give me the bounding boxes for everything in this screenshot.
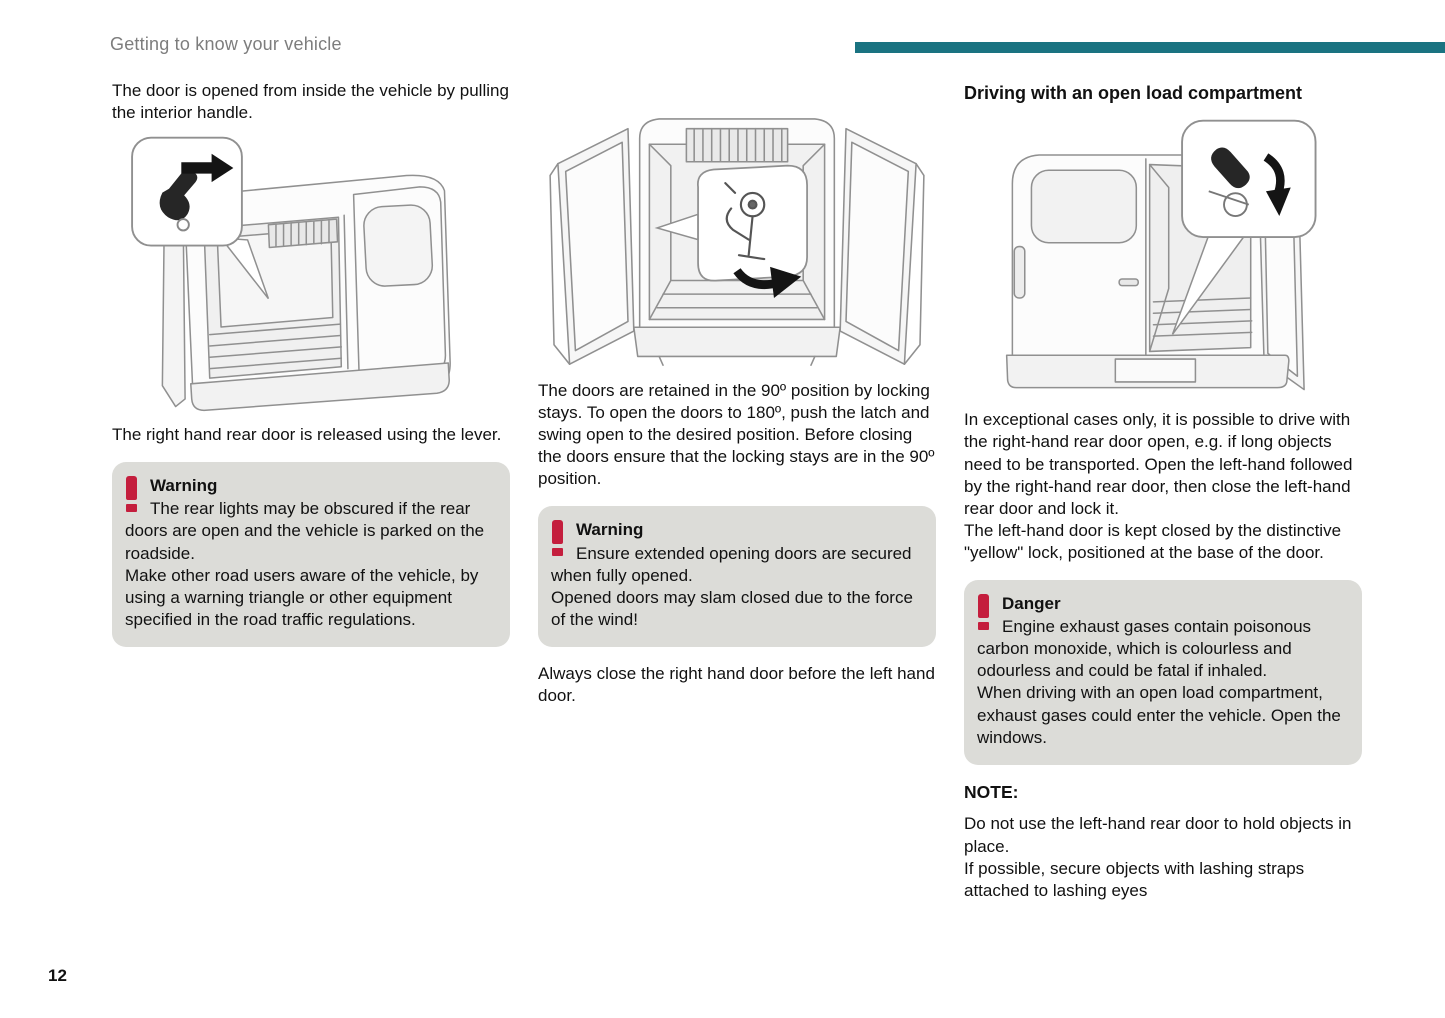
caption-paragraph: The right hand rear door is released usi… bbox=[112, 425, 502, 445]
danger-text: When driving with an open load compartme… bbox=[977, 683, 1341, 747]
danger-icon bbox=[978, 594, 992, 636]
warning-icon bbox=[126, 476, 140, 518]
page-number: 12 bbox=[48, 966, 67, 985]
danger-title: Danger bbox=[1002, 594, 1061, 614]
doors-retained-paragraph: The doors are retained in the 90º positi… bbox=[538, 381, 935, 489]
van-rear-right-door-open-drawing bbox=[1005, 120, 1317, 391]
page-title: Driving with an open load compartment bbox=[964, 83, 1303, 103]
van-rear-both-doors-open-drawing bbox=[549, 118, 925, 366]
section-header: Getting to know your vehicle bbox=[110, 34, 342, 54]
intro-paragraph: The door is opened from inside the vehic… bbox=[112, 81, 509, 123]
warning-box: Warning Ensure extended opening doors ar… bbox=[538, 506, 936, 647]
interior-handle-icon bbox=[159, 170, 198, 221]
illustration-doors-open-180 bbox=[538, 80, 936, 372]
yellow-lock-paragraph: The left-hand door is kept closed by the… bbox=[964, 520, 1342, 562]
warning-text: Make other road users aware of the vehic… bbox=[125, 565, 479, 629]
illustration-yellow-lock bbox=[964, 115, 1362, 401]
direction-arrow-icon bbox=[181, 153, 234, 183]
lock-arrow-head-icon bbox=[1265, 187, 1291, 217]
lock-lever-icon bbox=[1211, 147, 1250, 189]
swing-arrow-head-icon bbox=[770, 266, 802, 299]
locking-stay-inset bbox=[654, 164, 808, 299]
column-right: Driving with an open load compartment bbox=[964, 80, 1362, 902]
van-rear-open-door-drawing bbox=[131, 136, 451, 412]
warning-icon bbox=[552, 520, 566, 562]
exceptional-cases-paragraph: In exceptional cases only, it is possibl… bbox=[964, 410, 1353, 518]
danger-box: Danger Engine exhaust gases contain pois… bbox=[964, 580, 1362, 765]
warning-box: Warning The rear lights may be obscured … bbox=[112, 462, 510, 647]
column-middle: The doors are retained in the 90º positi… bbox=[538, 80, 936, 707]
warning-text: The rear lights may be obscured if the r… bbox=[125, 499, 485, 563]
closing-order-paragraph: Always close the right hand door before … bbox=[538, 663, 935, 706]
column-left: The door is opened from inside the vehic… bbox=[112, 80, 510, 647]
content-columns: The door is opened from inside the vehic… bbox=[112, 80, 1362, 902]
handle-detail-inset bbox=[131, 136, 270, 300]
note-text: Do not use the left-hand rear door to ho… bbox=[964, 814, 1352, 856]
warning-title: Warning bbox=[576, 520, 644, 540]
note-text: If possible, secure objects with lashing… bbox=[964, 858, 1305, 900]
illustration-interior-handle bbox=[112, 132, 510, 416]
warning-text: Opened doors may slam closed due to the … bbox=[551, 587, 913, 629]
danger-text: Engine exhaust gases contain poisonous c… bbox=[977, 617, 1312, 681]
note-label: NOTE: bbox=[964, 781, 1019, 802]
warning-title: Warning bbox=[150, 476, 218, 496]
warning-text: Ensure extended opening doors are secure… bbox=[551, 543, 912, 585]
header-accent-bar bbox=[855, 42, 1445, 53]
yellow-lock-inset bbox=[1171, 120, 1317, 336]
